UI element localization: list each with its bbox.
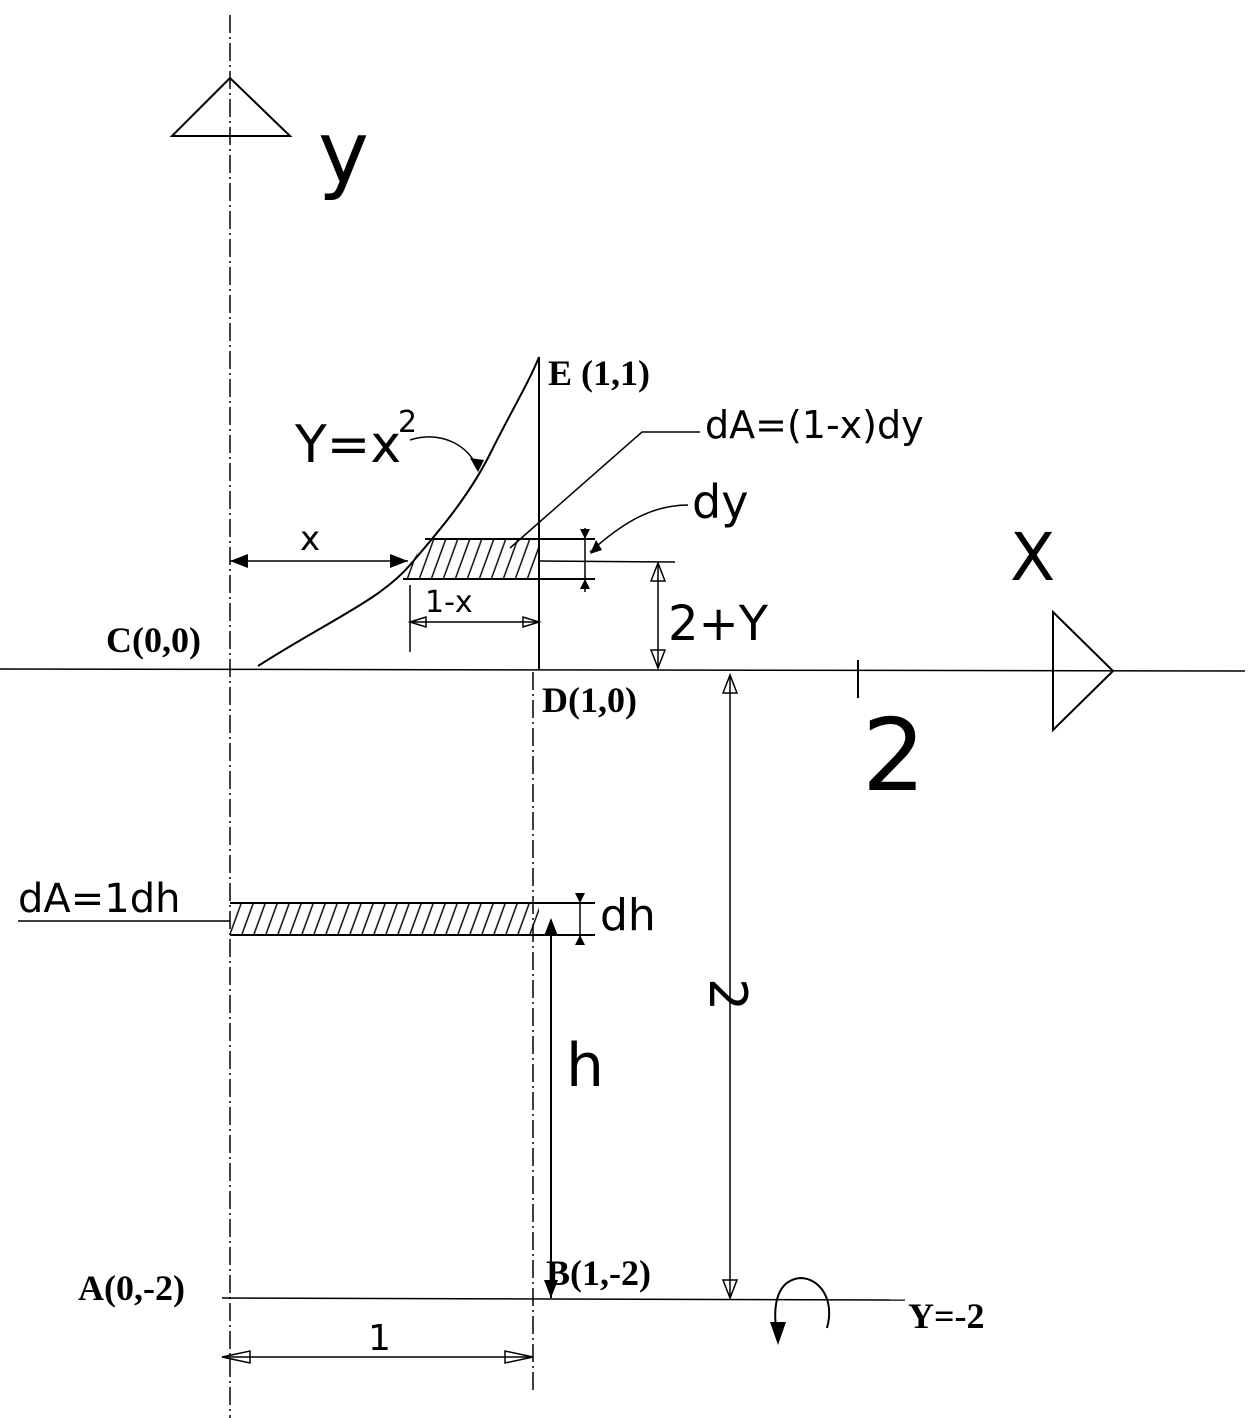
x-axis-arrow-icon (1052, 609, 1115, 733)
one-minus-x-arrow-right-icon (522, 615, 542, 629)
two-plus-y-arrow-down-icon (649, 649, 667, 671)
h-arrow-down-icon (544, 1280, 558, 1298)
x-dimension-label: x (300, 519, 320, 559)
x-dim-arrow-right-icon (390, 554, 408, 568)
parabola-curve (257, 356, 540, 667)
one-minus-x-label: 1-x (425, 585, 473, 620)
h-label: h (566, 1031, 604, 1101)
curve-leader (409, 436, 479, 471)
dh-arrow-up-icon (575, 893, 585, 903)
dy-leader (589, 504, 689, 553)
rotation-arrowhead-icon (770, 1322, 786, 1345)
two-vertical-arrow-down-icon (721, 1279, 739, 1301)
two-plus-y-arrow-up-icon (649, 560, 667, 582)
top-strip-hatch (403, 539, 539, 579)
dA-top-label: dA=(1-x)dy (705, 403, 924, 447)
y-axis-arrow-icon (169, 76, 293, 137)
dA-bottom-label: dA=1dh (18, 876, 180, 922)
curve-equation: Y=x (294, 415, 401, 475)
dA-top-leader (509, 431, 700, 549)
two-plus-y-label: 2+Y (668, 596, 769, 652)
y-axis-label: y (318, 103, 369, 203)
rotation-axis-line (221, 1297, 906, 1301)
label-D: D(1,0) (542, 680, 637, 720)
dy-arrow-down-icon (580, 579, 590, 589)
label-C: C(0,0) (106, 620, 201, 660)
one-minus-x-arrow-left-icon (407, 615, 427, 629)
curve-leader-arrow-icon (470, 458, 484, 472)
dy-label: dy (692, 475, 748, 529)
h-arrow-up-icon (544, 918, 558, 936)
label-E: E (1,1) (548, 353, 650, 393)
dy-leader-arrow-icon (590, 540, 602, 554)
rotation-arrow-icon (774, 1276, 831, 1341)
dh-arrow-down-icon (575, 935, 585, 945)
two-vertical-label: 2 (697, 978, 757, 1011)
x-dim-arrow-left-icon (230, 554, 248, 568)
curve-equation-exponent: 2 (398, 405, 417, 440)
x-axis-line (0, 668, 1246, 672)
label-B: B(1,-2) (546, 1253, 651, 1293)
one-dim-arrow-left-icon (221, 1350, 251, 1364)
dh-label: dh (600, 890, 656, 941)
label-A: A(0,-2) (78, 1268, 185, 1308)
rotation-axis-label: Y=-2 (908, 1296, 985, 1336)
x-tick-2-label: 2 (862, 697, 926, 814)
two-vertical-arrow-up-icon (721, 672, 739, 694)
bottom-strip-hatch (230, 903, 539, 935)
x-axis-label: X (1010, 519, 1055, 596)
dy-arrow-up-icon (580, 529, 590, 539)
one-dimension-label: 1 (368, 1318, 391, 1359)
top-strip-mid-extension (538, 560, 676, 563)
one-dim-arrow-right-icon (504, 1350, 534, 1364)
